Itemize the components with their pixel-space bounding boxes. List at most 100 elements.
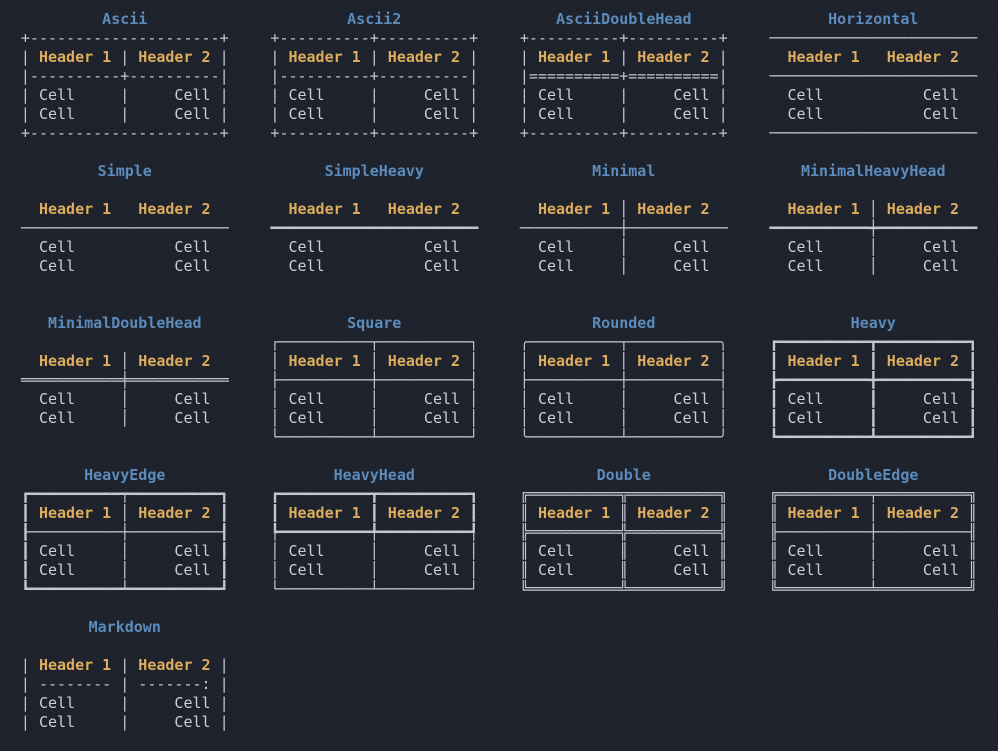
- table-section-heavy: Heavy┏━━━━━━━━━━┳━━━━━━━━━━┓ ┃ Header 1 …: [749, 304, 998, 456]
- header-text: Header 2: [138, 200, 211, 218]
- cell-text: Cell: [288, 542, 325, 560]
- header-text: Header 2: [138, 48, 211, 66]
- header-text: Header 1: [787, 504, 860, 522]
- cell-text: Cell: [38, 694, 76, 712]
- header-text: Header 1: [537, 504, 611, 522]
- cell-text: Cell: [537, 561, 575, 579]
- table-section-asciidoublehead: AsciiDoubleHead+----------+----------+ |…: [499, 0, 749, 152]
- cell-text: Cell: [288, 105, 325, 123]
- table-section-minimaldoublehead: MinimalDoubleHead Header 1 │ Header 2 ══…: [0, 304, 250, 456]
- header-text: Header 1: [787, 48, 860, 66]
- cell-text: Cell: [787, 105, 824, 123]
- table-doubleedge: ╔══════════╤══════════╗ ║ Header 1 │ Hea…: [769, 485, 978, 598]
- table-section-horizontal: Horizontal─────────────────────── Header…: [749, 0, 998, 152]
- table-section-simple: Simple Header 1 Header 2 ───────────────…: [0, 152, 250, 304]
- table-title: Simple: [97, 162, 152, 180]
- header-text: Header 1: [537, 352, 611, 370]
- cell-text: Cell: [423, 86, 461, 104]
- table-title: Minimal: [592, 162, 656, 180]
- table-section-minimal: Minimal Header 1 │ Header 2 ───────────┼…: [499, 152, 749, 304]
- cell-text: Cell: [673, 390, 710, 408]
- table-section-double: Double╔══════════╦══════════╗ ║ Header 1…: [499, 456, 749, 608]
- header-text: Header 2: [138, 656, 211, 674]
- header-text: Header 2: [387, 48, 461, 66]
- table-title: DoubleEdge: [828, 466, 919, 484]
- header-text: Header 2: [138, 352, 211, 370]
- header-text: Header 2: [387, 352, 461, 370]
- cell-text: Cell: [787, 238, 824, 256]
- table-title: Double: [596, 466, 651, 484]
- table-section-heavyedge: HeavyEdge┏━━━━━━━━━━┯━━━━━━━━━━┓ ┃ Heade…: [0, 456, 250, 608]
- table-title: SimpleHeavy: [324, 162, 424, 180]
- header-text: Header 2: [886, 504, 960, 522]
- table-title: HeavyHead: [333, 466, 415, 484]
- table-square: ┌──────────┬──────────┐ │ Header 1 │ Hea…: [270, 333, 479, 446]
- cell-text: Cell: [174, 86, 211, 104]
- header-text: Header 1: [787, 352, 860, 370]
- table-heavyhead: ┏━━━━━━━━━━┳━━━━━━━━━━┓ ┃ Header 1 ┃ Hea…: [270, 485, 479, 598]
- table-title: AsciiDoubleHead: [556, 10, 692, 28]
- cell-text: Cell: [787, 390, 824, 408]
- cell-text: Cell: [787, 542, 824, 560]
- cell-text: Cell: [673, 409, 710, 427]
- table-title: Markdown: [88, 618, 161, 636]
- cell-text: Cell: [673, 542, 710, 560]
- cell-text: Cell: [922, 257, 960, 275]
- cell-text: Cell: [174, 694, 211, 712]
- cell-text: Cell: [38, 238, 76, 256]
- cell-text: Cell: [288, 561, 325, 579]
- cell-text: Cell: [537, 542, 575, 560]
- header-text: Header 2: [637, 352, 710, 370]
- cell-text: Cell: [174, 257, 211, 275]
- cell-text: Cell: [38, 257, 76, 275]
- table-section-square: Square┌──────────┬──────────┐ │ Header 1…: [250, 304, 500, 456]
- table-title: Heavy: [850, 314, 896, 332]
- cell-text: Cell: [38, 390, 76, 408]
- cell-text: Cell: [922, 105, 960, 123]
- header-text: Header 1: [537, 48, 611, 66]
- cell-text: Cell: [787, 257, 824, 275]
- cell-text: Cell: [288, 238, 325, 256]
- cell-text: Cell: [174, 105, 211, 123]
- table-ascii2: +----------+----------+ | Header 1 | Hea…: [270, 29, 479, 142]
- cell-text: Cell: [423, 105, 461, 123]
- cell-text: Cell: [288, 86, 325, 104]
- table-title: MinimalHeavyHead: [801, 162, 946, 180]
- cell-text: Cell: [288, 409, 325, 427]
- table-minimalheavyhead: Header 1 │ Header 2 ━━━━━━━━━━━┿━━━━━━━━…: [769, 200, 978, 275]
- table-section-markdown: Markdown | Header 1 | Header 2 | | -----…: [0, 608, 250, 751]
- table-simpleheavy: Header 1 Header 2 ━━━━━━━━━━━━━━━━━━━━━━…: [270, 200, 479, 275]
- cell-text: Cell: [174, 409, 211, 427]
- table-section-minimalheavyhead: MinimalHeavyHead Header 1 │ Header 2 ━━━…: [749, 152, 998, 304]
- cell-text: Cell: [922, 561, 960, 579]
- cell-text: Cell: [787, 86, 824, 104]
- table-title: Ascii2: [347, 10, 402, 28]
- cell-text: Cell: [537, 105, 575, 123]
- cell-text: Cell: [537, 390, 575, 408]
- table-title: Ascii: [102, 10, 148, 28]
- cell-text: Cell: [673, 561, 710, 579]
- cell-text: Cell: [288, 257, 325, 275]
- cell-text: Cell: [537, 86, 575, 104]
- table-title: MinimalDoubleHead: [47, 314, 202, 332]
- table-simple: Header 1 Header 2 ──────────────────────…: [20, 200, 229, 275]
- table-title: Horizontal: [828, 10, 919, 28]
- table-heavy: ┏━━━━━━━━━━┳━━━━━━━━━━┓ ┃ Header 1 ┃ Hea…: [769, 333, 978, 446]
- cell-text: Cell: [174, 542, 211, 560]
- header-text: Header 1: [288, 200, 361, 218]
- table-heavyedge: ┏━━━━━━━━━━┯━━━━━━━━━━┓ ┃ Header 1 │ Hea…: [20, 485, 229, 598]
- cell-text: Cell: [38, 86, 76, 104]
- cell-text: Cell: [787, 561, 824, 579]
- header-text: Header 2: [387, 200, 461, 218]
- cell-text: Cell: [922, 86, 960, 104]
- cell-text: Cell: [423, 390, 461, 408]
- table-title: Rounded: [592, 314, 656, 332]
- header-text: Header 1: [38, 200, 112, 218]
- table-section-heavyhead: HeavyHead┏━━━━━━━━━━┳━━━━━━━━━━┓ ┃ Heade…: [250, 456, 500, 608]
- header-text: Header 1: [38, 504, 112, 522]
- header-text: Header 2: [886, 352, 960, 370]
- cell-text: Cell: [288, 390, 325, 408]
- cell-text: Cell: [174, 238, 211, 256]
- header-text: Header 1: [288, 48, 361, 66]
